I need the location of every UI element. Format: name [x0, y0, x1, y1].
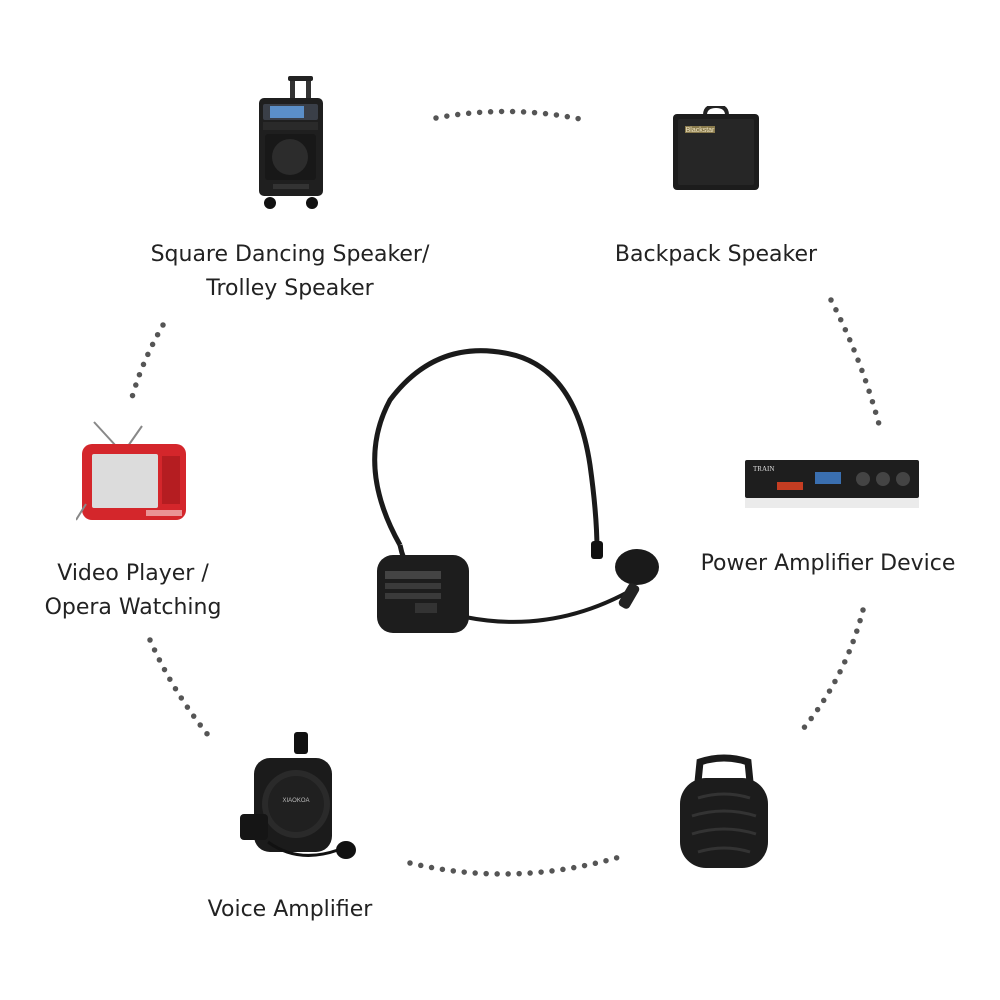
backpack-speaker-image: Blackstar	[673, 106, 759, 190]
video-player-label-line2: Opera Watching	[44, 595, 222, 620]
power-amplifier-image: TRAIN	[745, 460, 919, 512]
trolley-speaker-label-line1: Square Dancing Speaker/	[150, 242, 430, 267]
backpack-speaker-label-text: Backpack Speaker	[614, 242, 818, 267]
headset-microphone-image	[365, 345, 665, 640]
voice-amp-brand-text: XIAOKOA	[282, 798, 309, 804]
dotted-arc-right-upper	[828, 297, 883, 431]
voice-amplifier-label: Voice Amplifier	[160, 893, 420, 927]
portable-speaker-image	[676, 754, 772, 870]
video-player-label-line1: Video Player /	[57, 561, 209, 586]
trolley-speaker-image	[248, 76, 332, 212]
backpack-speaker-label: Backpack Speaker	[590, 238, 842, 272]
voice-amplifier-label-text: Voice Amplifier	[207, 897, 373, 922]
voice-amplifier-image: XIAOKOA	[238, 732, 360, 864]
video-player-image	[76, 420, 190, 524]
dotted-arc-bottom	[407, 853, 626, 877]
rack-brand-text: TRAIN	[753, 465, 774, 473]
dotted-arc-right-lower	[795, 607, 866, 738]
amp-brand-text: Blackstar	[686, 127, 715, 134]
dotted-arc-top	[433, 108, 588, 123]
trolley-speaker-label: Square Dancing Speaker/ Trolley Speaker	[140, 238, 440, 306]
trolley-speaker-label-line2: Trolley Speaker	[206, 276, 374, 301]
power-amplifier-label: Power Amplifier Device	[690, 547, 966, 581]
dotted-arc-left-upper	[127, 322, 166, 408]
power-amplifier-label-text: Power Amplifier Device	[700, 551, 956, 576]
dotted-arc-left-lower	[147, 637, 211, 738]
video-player-label: Video Player / Opera Watching	[18, 557, 248, 625]
